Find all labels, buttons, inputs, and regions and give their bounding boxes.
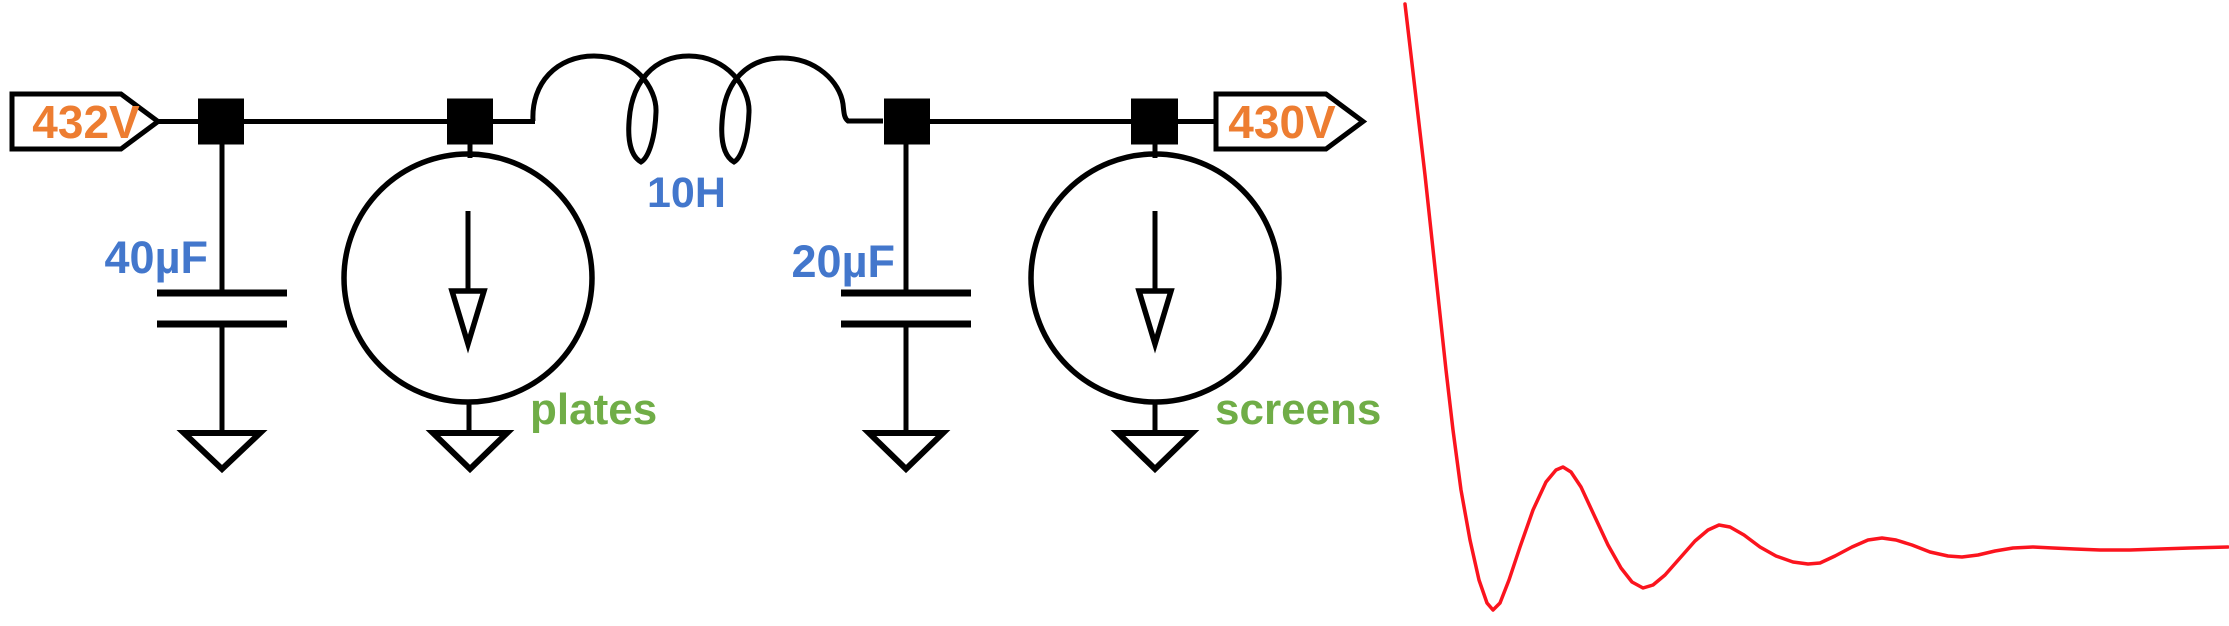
junction-node-4 [1131, 98, 1178, 145]
arrow-down-icon-1 [448, 288, 488, 354]
voltage-tag-left-shape [9, 91, 163, 152]
voltage-tag-left-label: 432V [32, 96, 140, 148]
capacitor-1: 40µF [105, 140, 287, 474]
ground-icon-4 [1110, 430, 1200, 474]
source-1-label: plates [530, 385, 657, 434]
inductor-coil: 10H [530, 53, 883, 217]
junction-node-2 [447, 98, 493, 145]
voltage-tag-right-label: 430V [1228, 96, 1336, 148]
voltage-tag-left: 432V [9, 91, 163, 152]
inductor-coil-path [530, 53, 883, 165]
current-source-screens: screens [1028, 143, 1381, 474]
junction-node-3 [884, 98, 930, 145]
arrow-down-icon-2 [1135, 288, 1175, 354]
ground-icon-3 [861, 430, 951, 474]
capacitor-2: 20µF [792, 140, 971, 474]
ground-icon-2 [425, 430, 515, 474]
capacitor-2-label: 20µF [792, 236, 895, 287]
voltage-tag-right-shape [1213, 91, 1368, 152]
capacitor-1-label: 40µF [105, 232, 208, 283]
waveform-curve [1403, 2, 2229, 612]
source-2-label: screens [1215, 385, 1381, 434]
inductor-label: 10H [647, 169, 726, 217]
ground-icon-1 [176, 430, 268, 474]
current-source-plates: plates [341, 143, 657, 474]
junction-node-1 [198, 98, 244, 145]
voltage-tag-right: 430V [1213, 91, 1368, 152]
